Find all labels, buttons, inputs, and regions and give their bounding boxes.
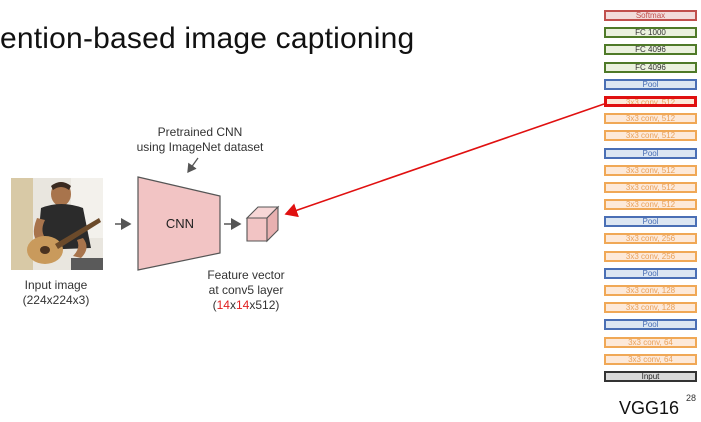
dims-rest: x512) [249,298,280,312]
feature-vector-label: Feature vector at conv5 layer (14x14x512… [196,268,296,313]
feature-cube [245,205,280,243]
vgg-layer-conv: 3x3 conv, 512 [604,199,697,211]
arrow-conv5-to-feature [284,103,605,218]
feature-vector-line1: Feature vector [207,268,285,282]
input-image-label-line1: Input image [24,278,88,292]
vgg-layer-conv: 3x3 conv, 256 [604,233,697,245]
cnn-label: CNN [165,216,195,231]
vgg-layer-fc: FC 4096 [604,61,697,73]
vgg-layer-conv: 3x3 conv, 512 [604,130,697,142]
dims-x1: x [229,298,236,312]
arrow-note-to-cnn [187,157,199,174]
vgg-layer-pool: Pool [604,267,697,279]
vgg-layer-fc: FC 4096 [604,44,697,56]
input-image [11,178,103,270]
pretrained-cnn-note-line2: using ImageNet dataset [136,140,264,154]
vgg-layer-conv: 3x3 conv, 512 [604,164,697,176]
vgg-layer-conv: 3x3 conv, 64 [604,353,697,365]
feature-vector-line2: at conv5 layer [208,283,284,297]
vgg-layer-pool: Pool [604,216,697,228]
vgg-layer-pool: Pool [604,319,697,331]
vgg16-label: VGG16 [619,398,680,418]
dims-a: 14 [216,298,230,312]
input-image-label: Input image (224x224x3) [16,278,96,308]
page-number: 28 [686,393,697,403]
vgg-layer-conv: 3x3 conv, 512 [604,113,697,125]
dims-open: ( [212,298,217,312]
vgg-layer-fc: FC 1000 [604,27,697,39]
pretrained-cnn-note-line1: Pretrained CNN [157,125,243,139]
input-image-label-line2: (224x224x3) [22,293,90,307]
vgg-layer-pool: Pool [604,78,697,90]
pretrained-cnn-note: Pretrained CNN using ImageNet dataset [130,125,270,155]
vgg-layer-pool: Pool [604,147,697,159]
vgg-layer-conv: 3x3 conv, 128 [604,302,697,314]
vgg-layer-conv: 3x3 conv, 256 [604,250,697,262]
slide-title: ention-based image captioning [0,22,415,55]
vgg-layer-conv: 3x3 conv, 512 [604,95,697,107]
guitarist-photo [11,178,103,270]
vgg-layer-input: Input [604,370,697,382]
feature-vector-dims: (14x14x512) [196,298,296,313]
vgg-layer-conv: 3x3 conv, 512 [604,181,697,193]
vgg-layer-conv: 3x3 conv, 64 [604,336,697,348]
vgg-layer-conv: 3x3 conv, 128 [604,285,697,296]
dims-b: 14 [235,298,250,312]
vgg-layer-softmax: Softmax [604,10,697,21]
